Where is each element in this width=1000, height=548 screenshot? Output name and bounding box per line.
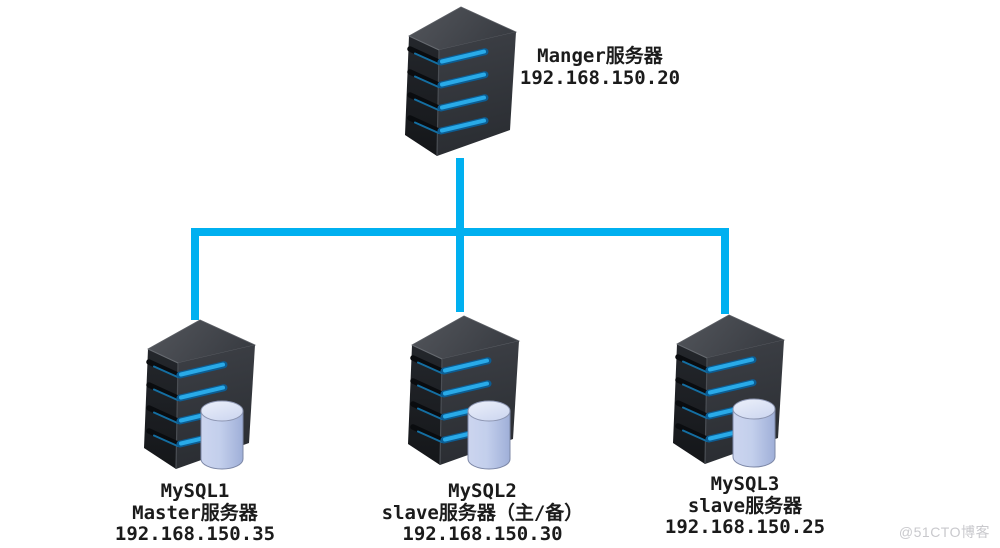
mysql1-ip: 192.168.150.35 (114, 523, 276, 545)
node-label-mysql1: MySQL1 Master服务器 192.168.150.35 (95, 480, 295, 546)
link-drop-mysql1 (191, 228, 199, 320)
mysql1-title: MySQL1 (160, 480, 230, 502)
database-cylinder-icon-mysql1 (199, 399, 245, 471)
server-tower-icon-manager (395, 4, 520, 164)
mysql1-role: Master服务器 (132, 501, 258, 524)
manager-name: Manger服务器 (537, 45, 663, 67)
mysql2-ip: 192.168.150.30 (402, 523, 563, 545)
mysql3-role: slave服务器 (687, 494, 803, 517)
database-cylinder-icon-mysql2 (466, 399, 512, 471)
link-drop-mysql3 (721, 228, 729, 314)
manager-ip: 192.168.150.20 (519, 66, 681, 89)
mysql2-role: slave服务器（主/备） (381, 501, 584, 524)
node-label-manager: Manger服务器 192.168.150.20 (505, 45, 695, 89)
node-label-mysql3: MySQL3 slave服务器 192.168.150.25 (645, 473, 845, 539)
watermark: @51CTO博客 (898, 524, 990, 540)
mysql3-ip: 192.168.150.25 (664, 516, 826, 538)
database-cylinder-icon-mysql3 (731, 397, 777, 469)
mysql3-title: MySQL3 (710, 473, 780, 495)
link-bus-horizontal (191, 228, 729, 236)
node-label-mysql2: MySQL2 slave服务器（主/备） 192.168.150.30 (370, 480, 595, 546)
mysql2-title: MySQL2 (448, 480, 517, 502)
